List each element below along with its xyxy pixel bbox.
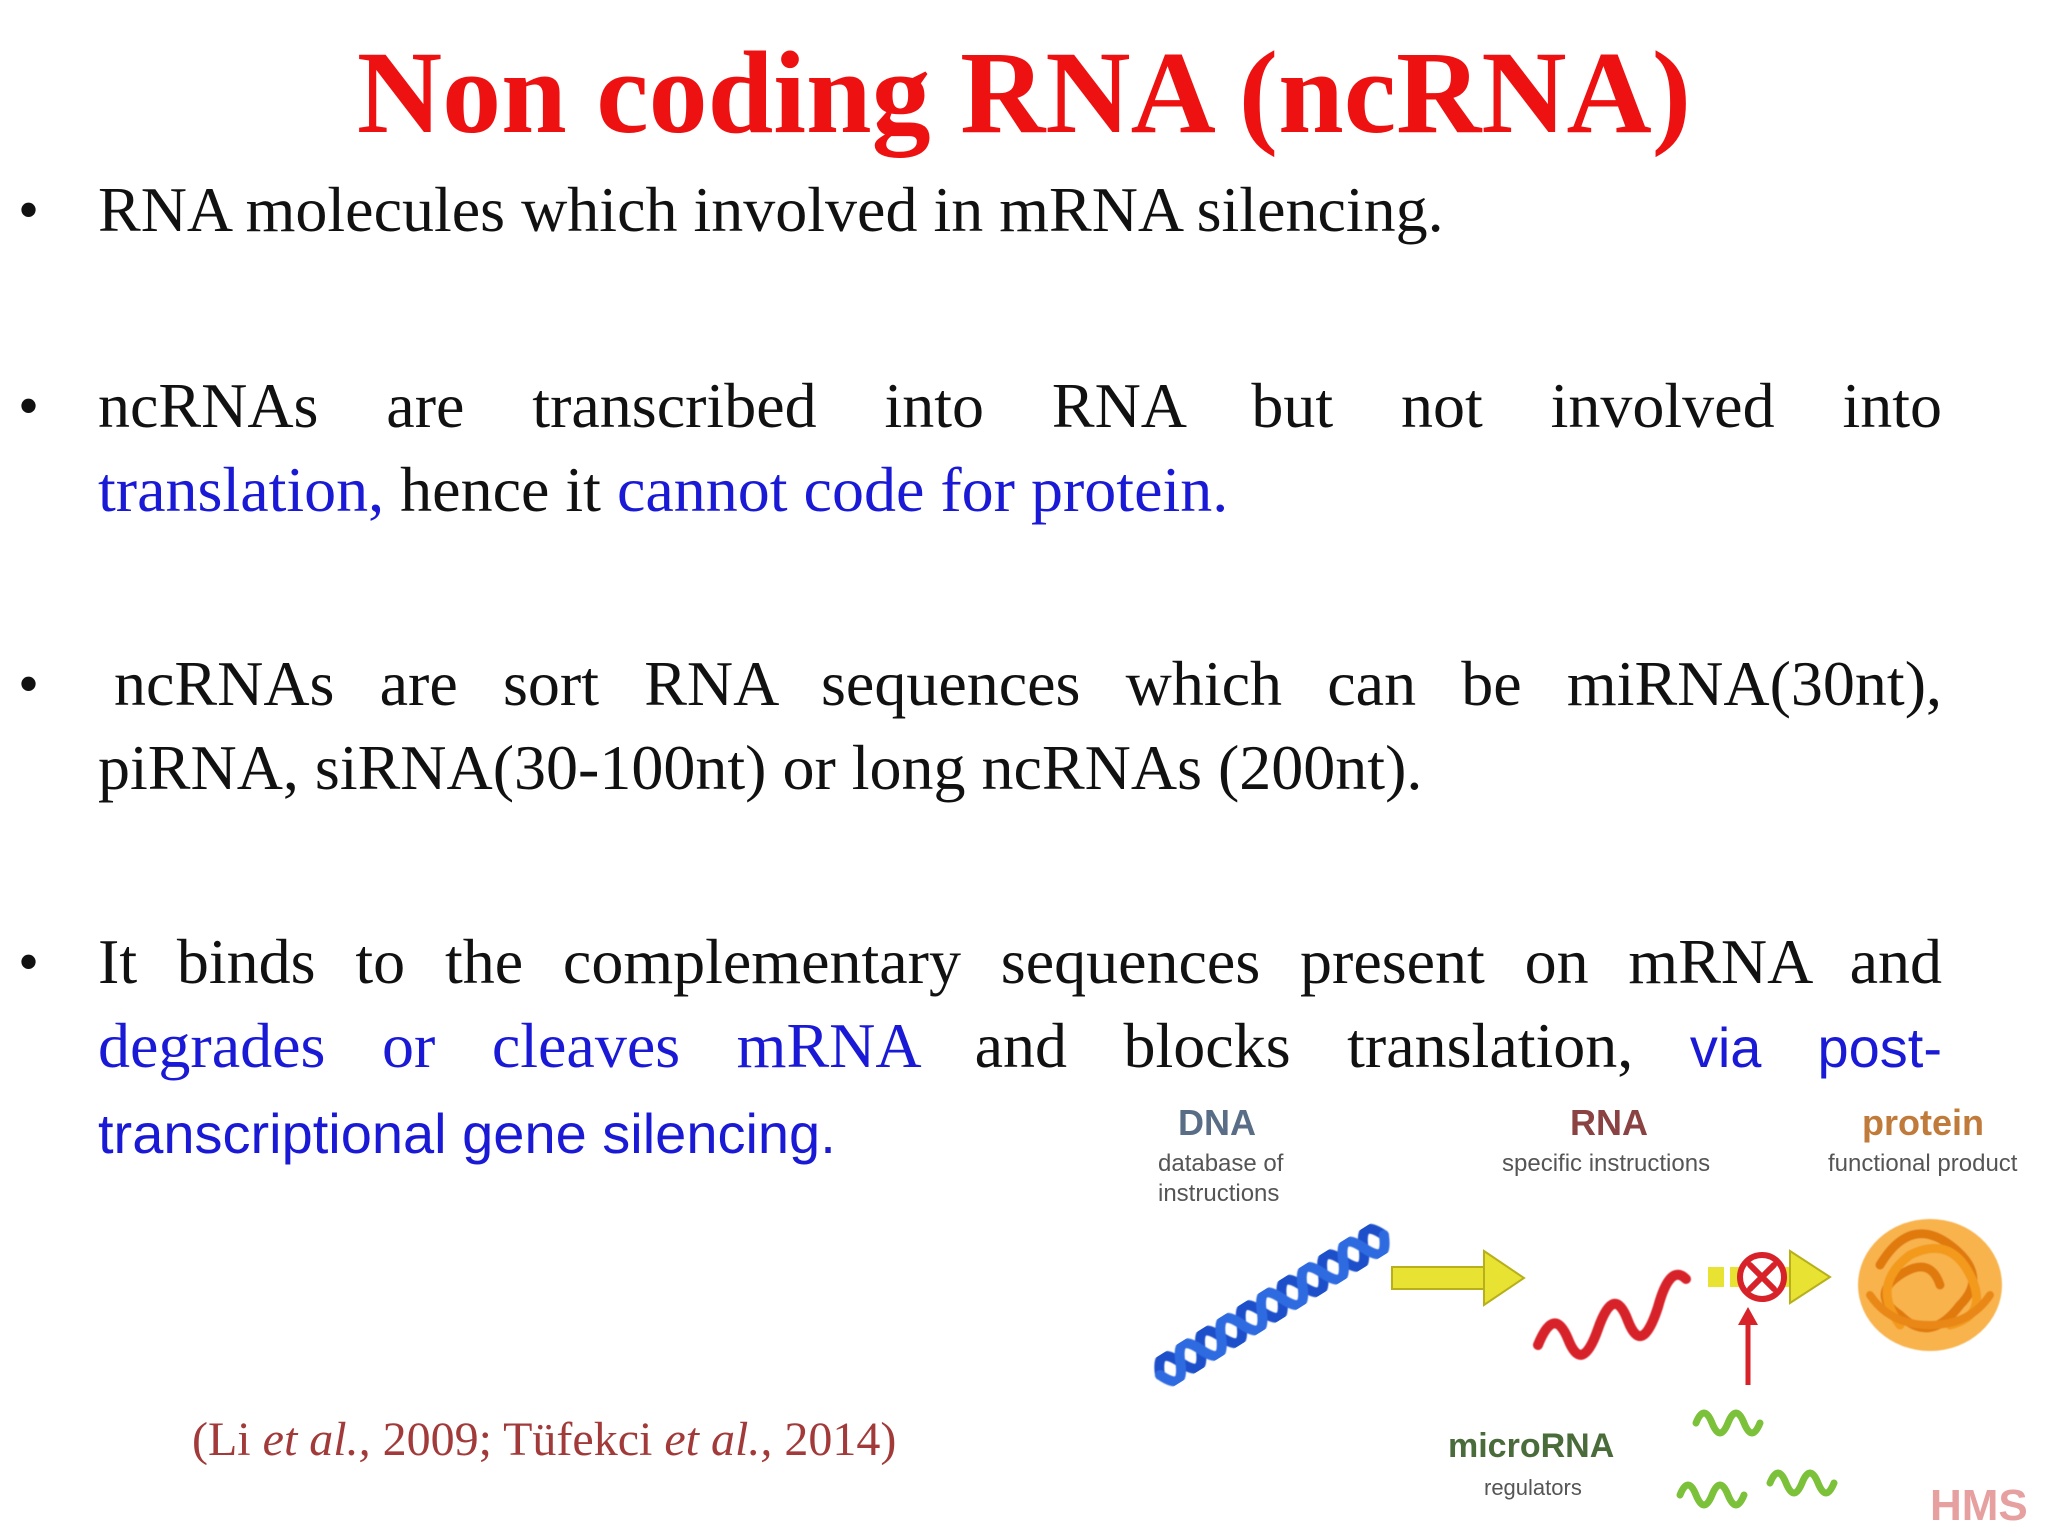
bullet-marker: • (18, 651, 40, 717)
protein-icon (1858, 1219, 2002, 1351)
citation-part: 2014) (772, 1413, 897, 1466)
degrades-highlight: degrades or cleaves mRNA (98, 1010, 919, 1081)
translation-highlight: translation, (98, 454, 385, 525)
bullet-3-line-1: ncRNAs are sort RNA sequences which can … (114, 648, 1942, 719)
microrna-strands-icon (1676, 1409, 1838, 1509)
dna-sublabel-2: instructions (1158, 1180, 1279, 1207)
bullet-marker: • (18, 373, 40, 439)
hms-logo: HMS (1930, 1481, 2028, 1530)
bullet-4-line-2: degrades or cleaves mRNA and blocks tran… (98, 1004, 1942, 1090)
rna-sublabel: specific instructions (1502, 1150, 1710, 1177)
bullet-marker: • (18, 177, 40, 243)
bullet-4-and-blocks: and blocks translation, (918, 1010, 1690, 1081)
bullet-1-text: RNA molecules which involved in mRNA sil… (98, 174, 1444, 245)
citation-etal: et al., (262, 1413, 371, 1466)
rna-strand-icon (1533, 1269, 1691, 1360)
protein-label: protein (1862, 1102, 1984, 1143)
rna-label: RNA (1570, 1102, 1648, 1143)
citation: (Li et al., 2009; Tüfekci et al., 2014) (192, 1410, 896, 1470)
bullet-4-text: It binds to the complementary sequences … (98, 920, 1942, 1176)
bullet-marker: • (18, 929, 40, 995)
gene-expression-diagram: DNA database of instructions RNA specifi… (1154, 1102, 2028, 1530)
protein-sublabel: functional product (1828, 1150, 2018, 1177)
dna-label: DNA (1178, 1102, 1256, 1143)
bullet-2-line-1: ncRNAs are transcribed into RNA but not … (98, 370, 1942, 441)
bullet-2-text: ncRNAs are transcribed into RNA but not … (98, 364, 1942, 532)
citation-part: (Li (192, 1413, 263, 1466)
bullet-4-line-1: It binds to the complementary sequences … (98, 926, 1942, 997)
page-title: Non coding RNA (ncRNA) (356, 27, 1692, 158)
cannot-code-highlight: cannot code for protein. (616, 454, 1229, 525)
bullet-3-line-2: piRNA, siRNA(30-100nt) or long ncRNAs (2… (98, 732, 1423, 803)
bullet-4-line-3: transcriptional gene silencing. (98, 1102, 836, 1165)
bullet-3-text: ncRNAs are sort RNA sequences which can … (98, 642, 1942, 810)
dna-sublabel-1: database of (1158, 1150, 1284, 1177)
dna-helix-icon (1154, 1223, 1390, 1387)
bullet-2-hence: hence it (384, 454, 617, 525)
citation-etal: et al., (664, 1413, 773, 1466)
block-icon (1737, 1252, 1787, 1302)
citation-part: 2009; Tüfekci (370, 1413, 665, 1466)
inhibition-arrow-icon (1738, 1307, 1758, 1385)
microrna-sublabel: regulators (1484, 1475, 1582, 1500)
microrna-label: microRNA (1448, 1427, 1614, 1465)
via-post-highlight: via post- (1689, 1016, 1943, 1079)
arrow-dna-to-rna-icon (1391, 1249, 1526, 1307)
